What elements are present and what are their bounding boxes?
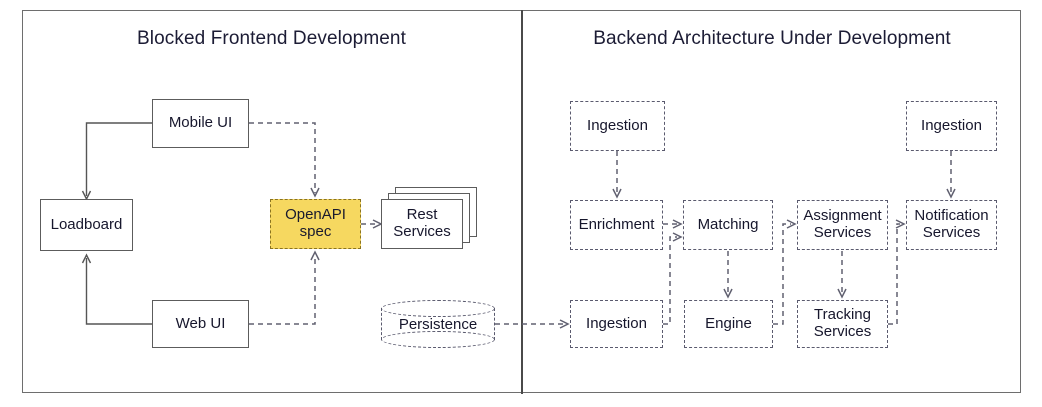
node-ingestion-bottom[interactable]: Ingestion [570,300,663,348]
node-rest-services-label-line2: Services [393,223,451,240]
node-openapi-spec-label: OpenAPI spec [281,206,350,241]
persistence-bottom [381,331,495,348]
node-assignment-services-label: Assignment Services [799,207,885,242]
node-ingestion-top-right[interactable]: Ingestion [906,101,997,151]
node-persistence[interactable]: Persistence [381,300,495,348]
node-web-ui[interactable]: Web UI [152,300,249,348]
node-notification-services[interactable]: Notification Services [906,200,997,250]
node-assignment-services-label-line2: Services [813,224,872,241]
node-assignment-services-label-line1: Assignment [803,207,882,225]
node-openapi-spec-label-line2: spec [299,223,332,240]
node-enrichment[interactable]: Enrichment [570,200,663,250]
node-ingestion-top-left-label: Ingestion [587,116,648,134]
node-rest-services[interactable]: Rest Services [381,187,477,249]
node-loadboard[interactable]: Loadboard [40,199,133,251]
node-matching[interactable]: Matching [683,200,773,250]
node-loadboard-label: Loadboard [50,215,123,233]
node-tracking-services-label-line1: Tracking [814,306,871,324]
node-engine-label: Engine [705,314,752,332]
node-web-ui-label: Web UI [175,314,226,332]
node-mobile-ui[interactable]: Mobile UI [152,99,249,148]
node-matching-label: Matching [697,215,759,233]
persistence-body [381,308,495,340]
node-engine[interactable]: Engine [684,300,773,348]
node-enrichment-label: Enrichment [578,215,655,233]
rest-services-sheet-front: Rest Services [381,199,463,249]
right-panel-title: Backend Architecture Under Development [593,28,951,49]
node-openapi-spec[interactable]: OpenAPI spec [270,199,361,249]
persistence-top [381,300,495,317]
node-rest-services-label-line1: Rest [406,206,438,224]
node-notification-services-label-line1: Notification [914,207,989,225]
node-assignment-services[interactable]: Assignment Services [797,200,888,250]
node-rest-services-label: Rest Services [382,206,462,241]
node-tracking-services-label-line2: Services [813,323,872,340]
node-tracking-services[interactable]: Tracking Services [797,300,888,348]
node-tracking-services-label: Tracking Services [810,306,876,341]
node-ingestion-top-right-label: Ingestion [921,116,982,134]
node-ingestion-top-left[interactable]: Ingestion [570,101,665,151]
node-openapi-spec-label-line1: OpenAPI [285,206,346,224]
node-ingestion-bottom-label: Ingestion [586,314,647,332]
node-persistence-label: Persistence [398,315,478,333]
left-panel-title: Blocked Frontend Development [137,28,406,49]
node-mobile-ui-label: Mobile UI [168,114,233,132]
panel-divider [521,10,523,394]
node-notification-services-label-line2: Services [922,224,981,241]
node-notification-services-label: Notification Services [910,207,992,242]
